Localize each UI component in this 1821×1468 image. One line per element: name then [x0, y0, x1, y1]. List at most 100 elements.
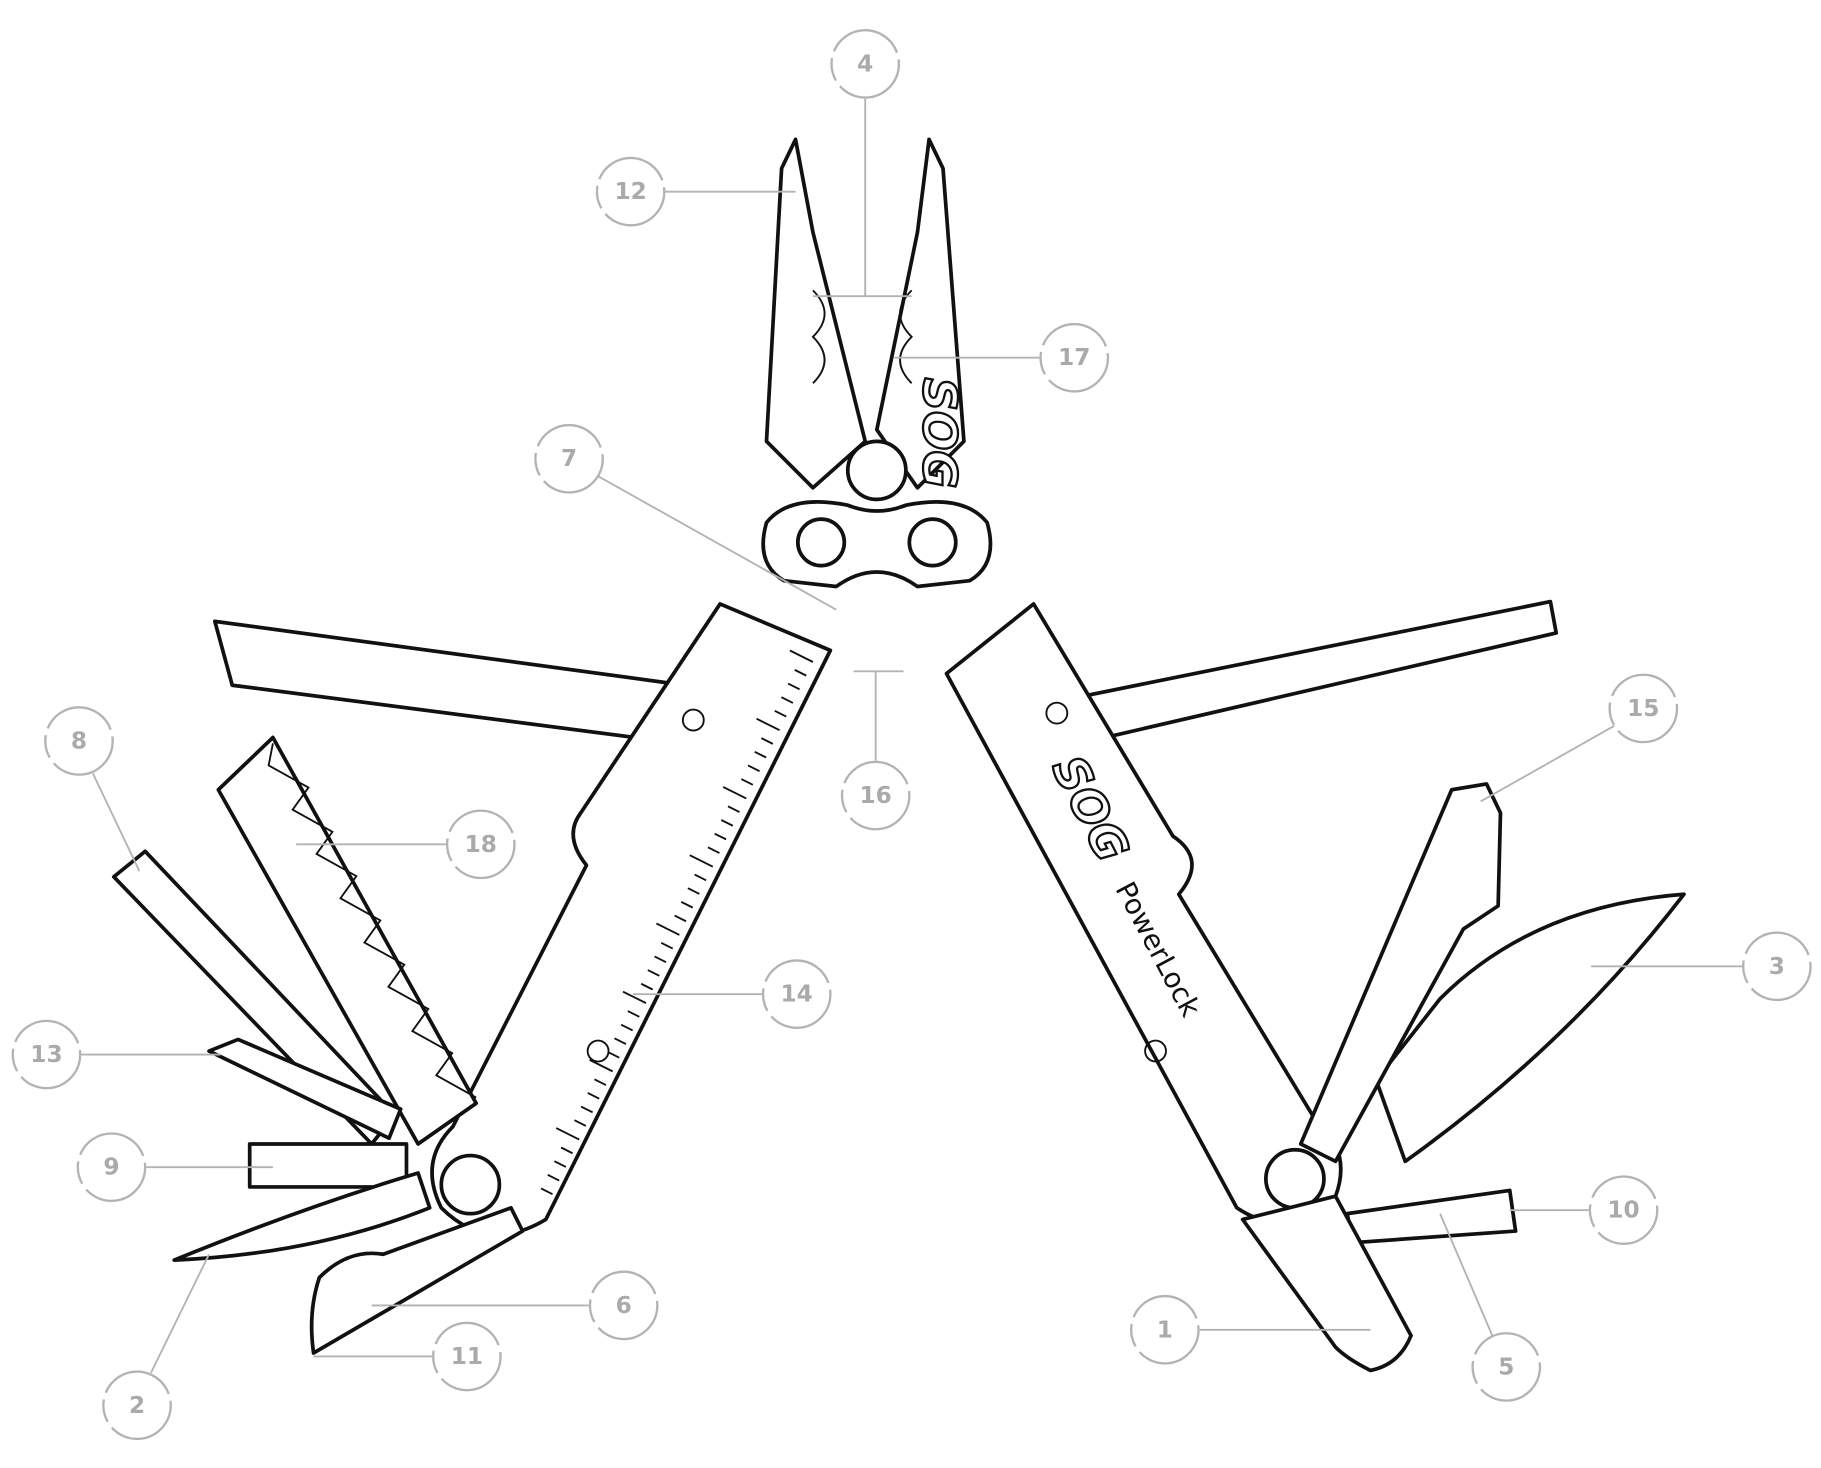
callout-17: 17 [894, 322, 1110, 393]
ruler-tick [707, 846, 720, 854]
callout-circle [595, 156, 666, 227]
callout-number: 1 [1157, 1316, 1173, 1343]
can-opener [309, 1205, 525, 1355]
callout-circle [534, 423, 604, 494]
ruler-tick [794, 669, 807, 677]
ruler-tick [622, 990, 647, 1004]
callout-circle [11, 1019, 82, 1090]
ruler-tick [647, 969, 660, 977]
callout-circle [1588, 1175, 1659, 1245]
ruler-tick [614, 1037, 627, 1045]
callout-circle [588, 1270, 659, 1341]
callout-number: 3 [1769, 953, 1785, 980]
small-blade-left [172, 1171, 432, 1262]
ruler-tick [747, 764, 760, 772]
ruler-tick [754, 750, 767, 759]
callout-8: 8 [44, 706, 141, 872]
rivet [681, 708, 705, 732]
callout-circle [1471, 1332, 1542, 1402]
pivot-right [907, 517, 958, 568]
ruler-tick [660, 941, 674, 950]
ruler-tick [760, 737, 774, 745]
callout-circle [432, 1321, 502, 1392]
callout-number: 6 [616, 1292, 632, 1319]
callout-1: 1 [1129, 1294, 1371, 1365]
callout-4: 4 [812, 29, 912, 298]
callout-circle [44, 706, 114, 776]
rivet [1045, 701, 1069, 725]
ruler-tick [774, 710, 787, 718]
ruler-tick [680, 901, 694, 909]
callout-leader-line [597, 475, 837, 611]
callout-number: 15 [1627, 695, 1659, 722]
callout-leader-line [1480, 725, 1615, 803]
callout-number: 9 [103, 1154, 119, 1181]
callout-number: 8 [71, 727, 87, 754]
plier-jaw-left [764, 137, 868, 490]
left-flat-blade [212, 619, 688, 746]
rivet [1144, 1039, 1167, 1063]
saw-blade [216, 735, 479, 1146]
ruler [540, 649, 814, 1196]
main-blade [1374, 892, 1686, 1164]
jaw-brand-logo: SOG [912, 377, 966, 488]
ruler-tick [560, 1146, 573, 1155]
callout-circle [102, 1370, 172, 1441]
callout-number: 12 [614, 178, 646, 205]
plier-grip-right [899, 289, 913, 384]
callout-number: 10 [1607, 1197, 1639, 1224]
ruler-tick [781, 696, 794, 704]
plier-grip-left [811, 289, 826, 384]
ruler-tick [654, 955, 667, 964]
callout-circle [1039, 322, 1110, 393]
pivot-top [845, 439, 908, 502]
phillips-driver [207, 1037, 403, 1141]
flat-driver-left [247, 1142, 409, 1189]
callout-circle [840, 760, 911, 831]
callout-number: 14 [781, 981, 813, 1008]
scissors-tool [1298, 782, 1503, 1164]
callout-number: 5 [1498, 1353, 1514, 1380]
ruler-tick [720, 819, 734, 827]
ruler-tick [547, 1173, 560, 1182]
callout-number: 18 [465, 831, 497, 858]
callout-3: 3 [1591, 931, 1812, 1002]
handle-screw-left [439, 1153, 502, 1216]
callout-number: 2 [129, 1392, 145, 1419]
callout-leader-line [812, 98, 912, 298]
ruler-tick [573, 1119, 587, 1127]
callout-2: 2 [102, 1253, 210, 1441]
callout-5: 5 [1439, 1213, 1542, 1402]
callout-15: 15 [1480, 673, 1679, 803]
ruler-tick [740, 778, 754, 786]
callout-number: 4 [857, 50, 873, 77]
ruler-tick [580, 1105, 593, 1114]
pivot-left [795, 517, 847, 568]
ruler-tick [555, 1127, 580, 1141]
rivet [586, 1039, 610, 1063]
ruler-tick [694, 873, 707, 882]
callout-number: 17 [1058, 344, 1090, 371]
callout-number: 11 [451, 1343, 483, 1370]
callout-number: 13 [30, 1041, 62, 1068]
callout-14: 14 [632, 959, 832, 1029]
right-flat-blade [1049, 599, 1559, 746]
callout-circle [1742, 931, 1812, 1002]
ruler-tick [620, 1023, 634, 1032]
ruler-tick [756, 717, 780, 732]
ruler-tick [689, 854, 714, 868]
plier-jaw-right [874, 137, 966, 490]
ruler-tick [640, 982, 654, 991]
callout-12: 12 [595, 156, 796, 227]
ruler-tick [655, 922, 680, 936]
ruler-tick [727, 805, 740, 813]
bottle-opener [1240, 1194, 1413, 1373]
callout-circle [76, 1132, 147, 1203]
callout-circle [445, 809, 516, 880]
callout-circle [761, 959, 832, 1029]
ruler-tick [674, 914, 687, 923]
callout-number: 16 [860, 782, 892, 809]
callout-11: 11 [313, 1321, 502, 1392]
